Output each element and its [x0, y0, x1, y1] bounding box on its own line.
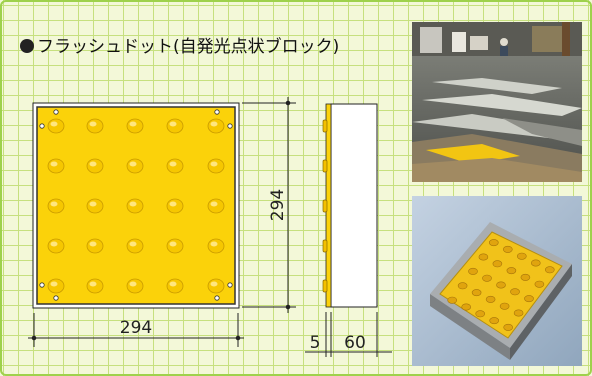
photo-dot	[517, 252, 527, 260]
photo-dot	[475, 310, 485, 318]
photo-dot	[482, 274, 492, 282]
bullet-dot-icon	[20, 39, 34, 53]
photo-dot	[447, 296, 458, 304]
photo-dot	[496, 281, 506, 289]
photo-dot	[534, 280, 545, 288]
photo-dot	[485, 295, 496, 303]
photo-dot	[503, 245, 513, 253]
photo-dot	[499, 302, 510, 310]
photo-dot	[471, 289, 482, 297]
page-title: フラッシュドット(自発光点状ブロック)	[20, 36, 339, 58]
photo-dot-grid	[447, 239, 555, 331]
photo-dot	[457, 282, 468, 290]
photo-dot	[489, 239, 499, 247]
product-photo	[412, 196, 582, 366]
photo-dot	[503, 323, 513, 331]
photo-dot	[489, 317, 499, 325]
photo-dot	[468, 267, 478, 275]
photo-dot	[531, 259, 541, 267]
page-title-text: フラッシュドット(自発光点状ブロック)	[37, 37, 340, 57]
photo-dot	[506, 267, 517, 275]
photo-dot	[545, 266, 555, 274]
photo-dot	[520, 273, 531, 281]
photo-dot	[524, 295, 534, 303]
photo-dot	[492, 260, 503, 268]
photo-dot	[510, 288, 520, 296]
photo-dot	[478, 253, 489, 261]
photo-dot	[461, 303, 472, 311]
photo-dot	[513, 309, 524, 317]
street-photo	[412, 22, 582, 182]
